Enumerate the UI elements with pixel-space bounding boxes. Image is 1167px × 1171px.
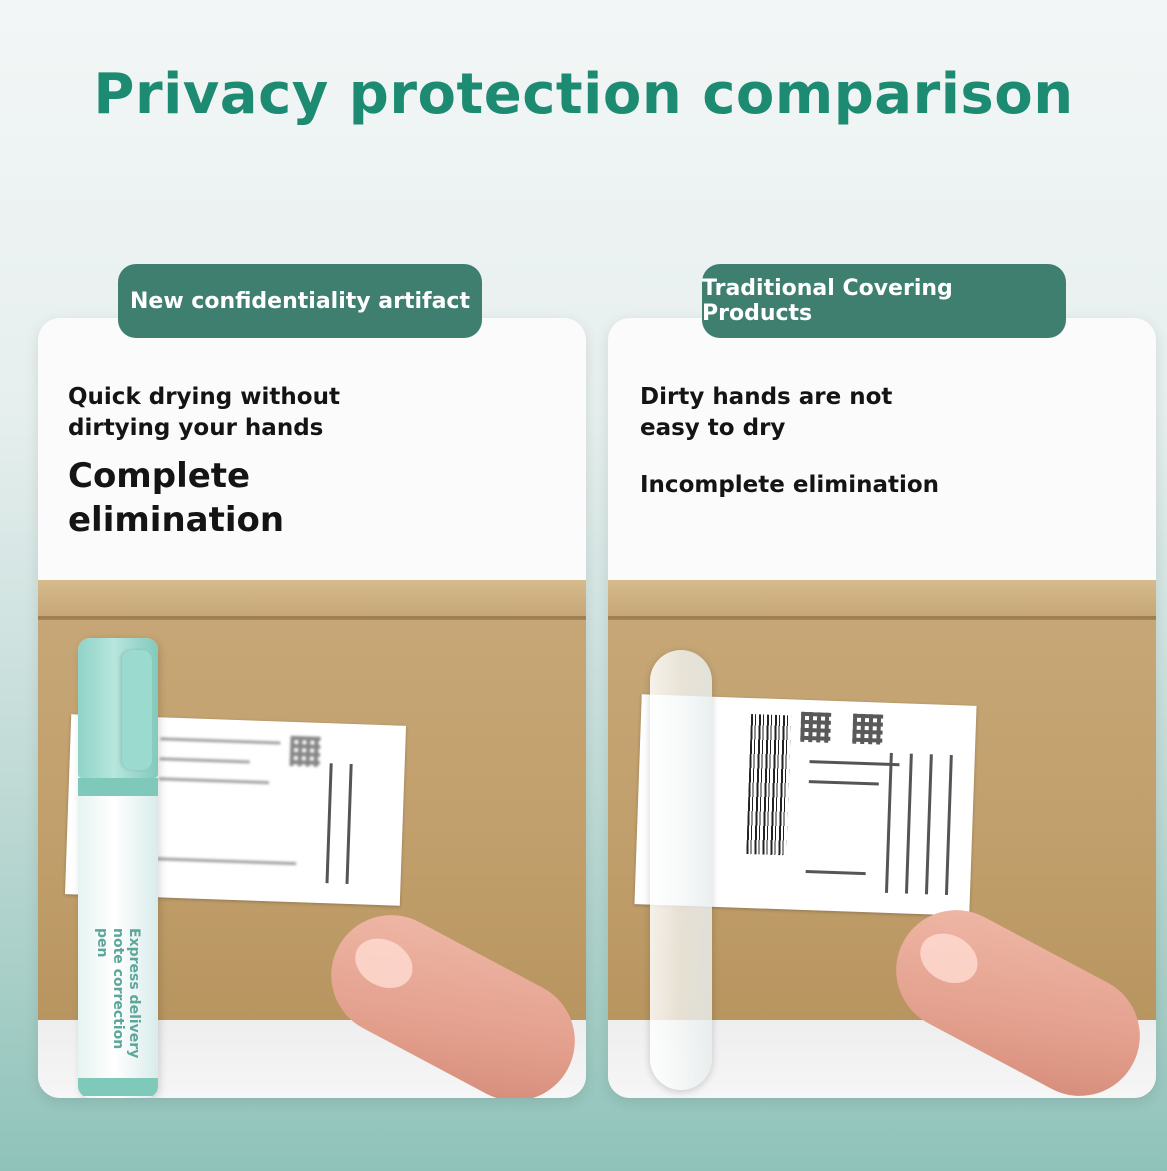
card-new-artifact: Quick drying without dirtying your hands… (38, 318, 586, 1098)
left-product-photo: Express delivery note correction pen (38, 568, 586, 1098)
correction-pen: Express delivery note correction pen (78, 638, 158, 1098)
correction-tape-product (650, 650, 712, 1090)
box-lid (608, 580, 1156, 620)
right-feature-text: Dirty hands are not easy to dry (640, 384, 893, 441)
card-traditional: Dirty hands are not easy to dry Incomple… (608, 318, 1156, 1098)
box-lid (38, 580, 586, 620)
left-result-text: Complete elimination (68, 456, 285, 540)
label-line (904, 753, 913, 894)
label-line (160, 737, 281, 745)
pen-label-text: Express delivery note correction pen (94, 928, 142, 1059)
fingernail (911, 923, 987, 993)
fingernail (346, 928, 422, 998)
label-line (805, 870, 866, 876)
label-line (158, 777, 270, 785)
barcode-icon (746, 714, 792, 856)
qr-code-icon (800, 711, 832, 743)
label-line (325, 763, 333, 884)
label-line (345, 763, 353, 884)
tag-traditional: Traditional Covering Products (702, 264, 1066, 338)
left-feature-text: Quick drying without dirtying your hands (68, 384, 340, 441)
pen-clip (122, 650, 152, 770)
label-line (809, 760, 900, 767)
box-seam (38, 616, 586, 619)
label-line (808, 780, 879, 786)
box-seam (608, 616, 1156, 619)
label-line (159, 757, 250, 764)
page-title: Privacy protection comparison (93, 62, 1074, 127)
right-result-text: Incomplete elimination (640, 472, 940, 498)
pen-band (78, 778, 158, 796)
qr-code-icon (289, 735, 321, 767)
label-line (944, 755, 953, 896)
label-line (156, 857, 297, 866)
pen-band (78, 1078, 158, 1096)
tag-new-artifact: New confidentiality artifact (118, 264, 482, 338)
qr-code-icon (852, 713, 884, 745)
right-product-photo (608, 568, 1156, 1098)
label-line (884, 752, 893, 893)
label-line (924, 754, 933, 895)
